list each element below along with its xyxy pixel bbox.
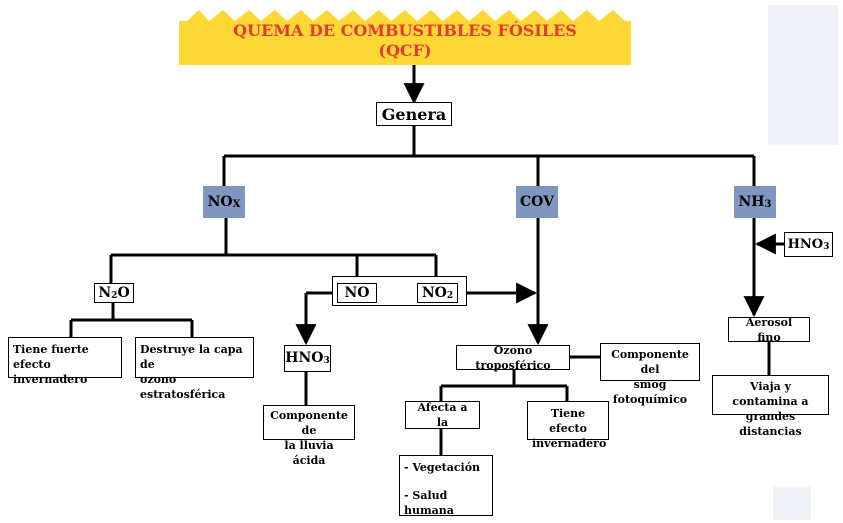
node-efecto-invernadero-1: Tiene fuerte efecto invernadero: [8, 337, 122, 386]
node-afecta: Afecta a la: [405, 401, 480, 429]
list-item-salud: - Salud humana: [404, 489, 454, 517]
node-afectados-list: - Vegetación - Salud humana: [399, 455, 493, 517]
node-lluvia-acida: Componente de la lluvia ácida: [263, 405, 355, 467]
banner-zigzag: [179, 10, 631, 65]
node-capa-ozono: Destruye la capa de ozono estratosférica: [135, 337, 254, 401]
node-no: NO: [337, 283, 377, 303]
node-smog: Componente del smog fotoquímico: [600, 343, 700, 406]
node-aerosol: Aerosol fino: [728, 316, 810, 344]
node-genera-label: Genera: [381, 104, 447, 124]
title-banner: QUEMA DE COMBUSTIBLES FÓSILES (QCF): [179, 7, 631, 65]
node-ozono-troposferico: Ozono troposférico: [456, 344, 570, 372]
title-line-1: QUEMA DE COMBUSTIBLES FÓSILES: [233, 21, 577, 40]
list-item-vegetacion: - Vegetación: [404, 461, 481, 474]
background-panel-bottom-right: [773, 487, 811, 520]
node-viaja: Viaja y contamina a grandes distancias: [712, 375, 829, 438]
node-cov: COV: [516, 186, 558, 218]
node-genera: Genera: [376, 102, 452, 126]
node-efecto-invernadero-2: Tiene efecto invernadero: [527, 401, 609, 450]
title-line-2: (QCF): [378, 41, 432, 60]
background-panel-right: [768, 5, 838, 145]
